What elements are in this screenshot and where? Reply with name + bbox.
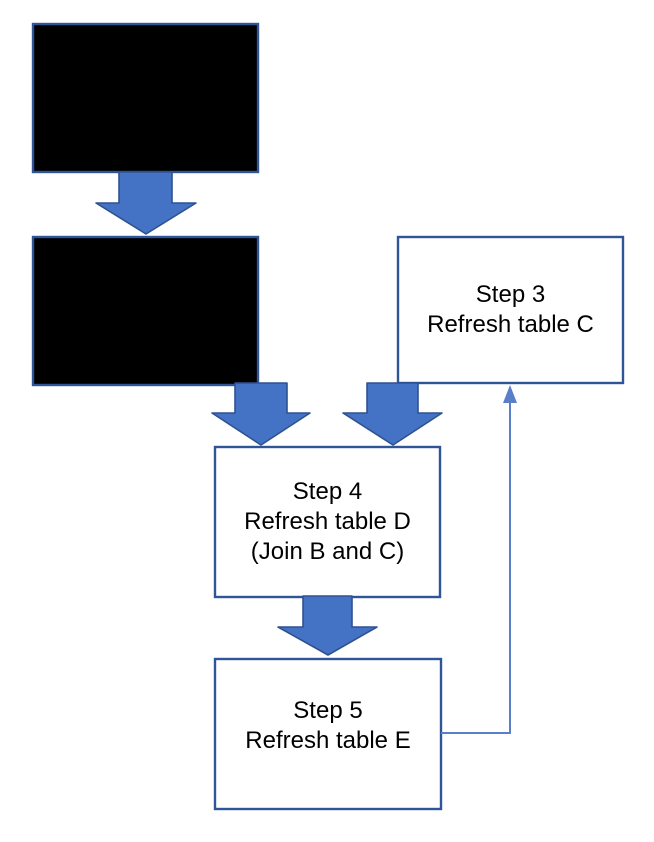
down-arrow-step3-to-step4 xyxy=(342,382,443,446)
step4-label: Step 4 Refresh table D (Join B and C) xyxy=(215,447,440,597)
step4-label-line1: Step 4 xyxy=(292,478,363,505)
step3-box xyxy=(396,235,625,385)
redacted-box-2 xyxy=(31,235,260,387)
step4-label-line2: Refresh table D xyxy=(244,508,411,535)
step4-label-line3: (Join B and C) xyxy=(250,538,405,565)
down-arrow-box2-to-step4 xyxy=(211,382,311,446)
down-arrow-box1-to-box2 xyxy=(95,171,197,235)
connector-arrowhead-up-icon xyxy=(503,385,517,403)
step5-label-line1: Step 5 xyxy=(293,697,363,724)
step5-label: Step 5 Refresh table E xyxy=(215,659,441,809)
step3-label: Step 3 Refresh table C xyxy=(398,237,623,383)
redacted-box-1 xyxy=(31,22,260,174)
step5-label-line2: Refresh table E xyxy=(245,727,411,754)
connector-step5-to-step3 xyxy=(441,402,511,734)
step5-box xyxy=(213,657,443,811)
down-arrow-step4-to-step5 xyxy=(277,595,378,656)
step4-box xyxy=(213,445,442,599)
step3-label-line2: Refresh table C xyxy=(427,311,594,338)
step3-label-line1: Step 3 xyxy=(475,281,546,308)
